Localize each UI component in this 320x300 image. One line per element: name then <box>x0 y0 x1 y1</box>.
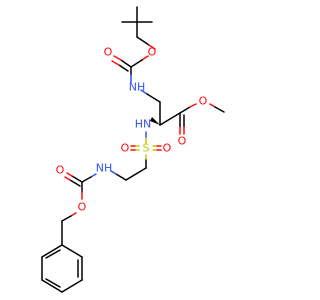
bond-nh-c <box>81 176 92 183</box>
bond-o-carbonyl-red <box>141 55 149 61</box>
bond-nh-ch2-blue <box>140 89 148 95</box>
bond-o-carbonyl <box>130 59 143 68</box>
tert-butyl-group <box>121 6 153 38</box>
bond-alpha-ester-c <box>159 112 181 126</box>
ring-bond-1 <box>61 244 83 258</box>
bond-boc-co-dbl-2 <box>111 60 120 66</box>
bond-cbz-co-dbl-1 <box>69 179 81 187</box>
bond-tbu-o-red <box>148 44 156 50</box>
bond-ch2-nh <box>115 173 127 181</box>
bond-nh-ch2 <box>146 93 161 103</box>
bond-tbu-o <box>136 36 150 46</box>
atom-nh-boc: NH <box>129 81 146 94</box>
bond-ester-c-o <box>179 106 191 114</box>
atom-nh-cbz: NH <box>96 162 113 175</box>
bond-nh-c-blue <box>90 173 97 178</box>
atom-o-s-left: O <box>121 142 130 155</box>
bond-ch2-nh-blue <box>110 170 117 175</box>
molecule-structure: O O NH HN S O O O O NH O O <box>41 6 225 293</box>
bond-boc-co-2 <box>113 55 122 61</box>
bond-o-ch2-red <box>70 212 77 217</box>
bond-o-ch2 <box>61 215 72 222</box>
bond-boc-co-1 <box>120 59 132 68</box>
bond-cbz-co-dbl-2 <box>64 176 71 181</box>
bond-ester-c-o-red <box>189 103 197 108</box>
ring-bond-6 <box>41 244 63 258</box>
bond-ch2-ch2 <box>125 167 147 181</box>
atom-s: S <box>143 142 150 155</box>
atom-hn-sulfonamide: HN <box>135 118 152 131</box>
molecule-svg: O O NH HN S O O O O NH O O <box>41 6 225 293</box>
atom-o-boc-ester: O <box>148 46 157 59</box>
bond-boc-co-dbl-1 <box>118 64 129 72</box>
ring-dbl-3 <box>45 249 61 259</box>
atom-o-cbz-carbonyl: O <box>56 164 65 177</box>
ring-dbl-2 <box>45 278 61 288</box>
benzene-ring <box>41 244 83 293</box>
ring-bond-3 <box>61 279 83 293</box>
atom-o-boc-carbonyl: O <box>104 46 113 59</box>
bond-o-methyl-red <box>209 103 216 108</box>
atom-o-methyl-ester: O <box>199 95 208 108</box>
bond-o-methyl <box>214 106 225 113</box>
ring-bond-4 <box>41 279 63 293</box>
atom-o-s-right: O <box>163 142 172 155</box>
bond-cbz-co-1 <box>71 175 83 183</box>
atom-o-cbz-ester: O <box>78 201 87 214</box>
bond-cbz-co-2 <box>66 172 73 177</box>
wedge-bond <box>150 117 160 125</box>
atom-o-ester-carbonyl: O <box>178 135 187 148</box>
